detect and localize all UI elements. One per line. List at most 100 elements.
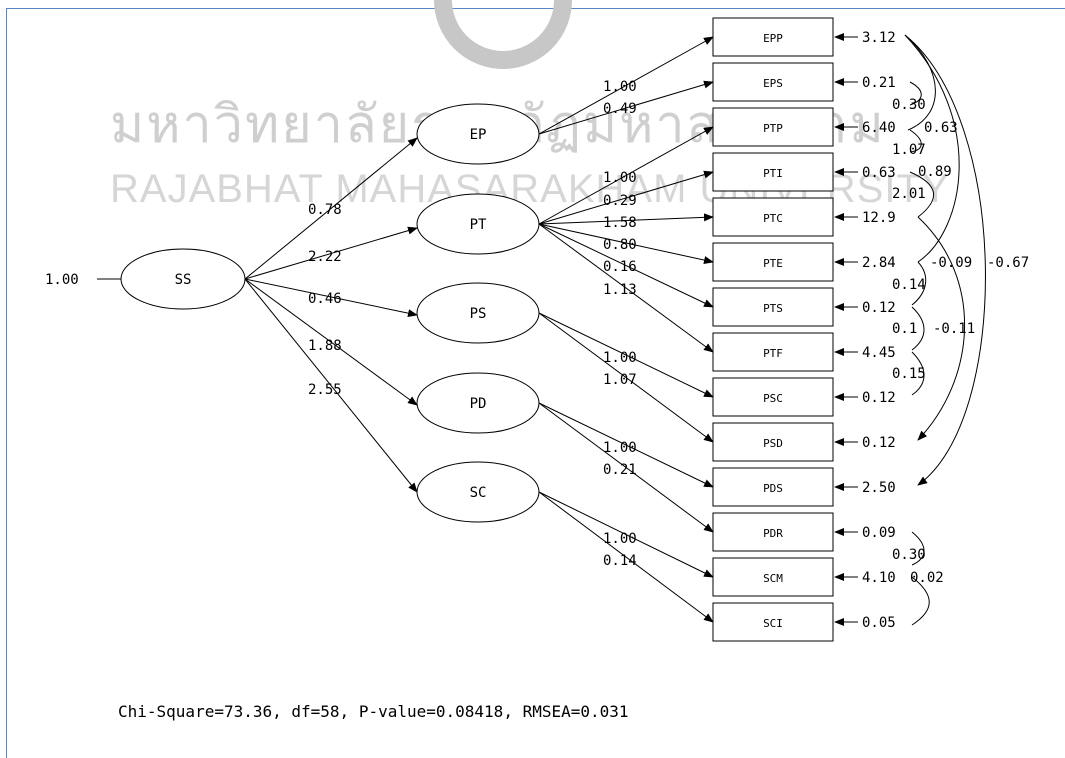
cov-curve-ptc-psd <box>917 216 966 441</box>
indicator-box-epp <box>712 17 834 57</box>
indicator-label-scm: SCM <box>763 572 783 585</box>
path-pd-pdr <box>538 402 714 533</box>
indicator-box-ptp <box>712 107 834 147</box>
path-ep-eps <box>538 80 714 135</box>
indicator-label-pds: PDS <box>763 482 783 495</box>
loading-label-pts: 0.16 <box>603 259 637 275</box>
indicator-box-sci <box>712 602 834 642</box>
loading-label-psd: 1.07 <box>603 372 637 388</box>
path-ps-psd <box>538 312 714 443</box>
indicator-label-sci: SCI <box>763 617 783 630</box>
cov-label-2: 0.63 <box>924 120 958 136</box>
indicator-label-eps: EPS <box>763 77 783 90</box>
loading-label-ptc: 1.58 <box>603 215 637 231</box>
error-value-pts: 0.12 <box>862 300 896 316</box>
latent-label-pt: PT <box>470 217 487 233</box>
indicator-label-pti: PTI <box>763 167 783 180</box>
indicator-box-psd <box>712 422 834 462</box>
error-value-ptc: 12.9 <box>862 210 896 226</box>
path-pt-pti <box>538 170 714 225</box>
path-label-pd: 1.88 <box>308 338 342 354</box>
indicator-label-pte: PTE <box>763 257 783 270</box>
path-ss-sc <box>244 278 418 493</box>
indicator-box-psc <box>712 377 834 417</box>
error-value-ptf: 4.45 <box>862 345 896 361</box>
path-label-pt: 2.22 <box>308 249 342 265</box>
error-value-psc: 0.12 <box>862 390 896 406</box>
loading-label-scm: 1.00 <box>603 531 637 547</box>
latent-label-ep: EP <box>470 127 487 143</box>
cov-curve-eps-ptp <box>909 81 922 106</box>
error-value-pte: 2.84 <box>862 255 896 271</box>
path-ss-ep <box>244 137 418 280</box>
loading-label-ptp: 1.00 <box>603 170 637 186</box>
latent-label-ps: PS <box>470 306 487 322</box>
watermark-emblem <box>434 0 572 69</box>
cov-label-12: 0.30 <box>892 547 926 563</box>
indicator-box-ptf <box>712 332 834 372</box>
loading-label-eps: 0.49 <box>603 101 637 117</box>
path-pt-ptc <box>538 213 714 225</box>
cov-label-3: 1.07 <box>892 142 926 158</box>
cov-curve-ptf-psc <box>911 351 925 396</box>
loading-label-psc: 1.00 <box>603 350 637 366</box>
cov-curve-epp-pds <box>904 34 986 486</box>
path-label-ps: 0.46 <box>308 291 342 307</box>
diagram-frame <box>6 8 1065 758</box>
loading-label-pds: 1.00 <box>603 440 637 456</box>
indicator-box-scm <box>712 557 834 597</box>
loading-label-ptf: 1.13 <box>603 282 637 298</box>
error-value-epp: 3.12 <box>862 30 896 46</box>
indicator-label-ptf: PTF <box>763 347 783 360</box>
path-sc-scm <box>538 491 714 578</box>
path-sc-sci <box>538 491 714 623</box>
path-pt-pte <box>538 223 714 264</box>
indicator-label-psc: PSC <box>763 392 783 405</box>
latent-label-ss: SS <box>175 272 192 288</box>
latent-label-pd: PD <box>470 396 487 412</box>
cov-label-6: -0.09 <box>930 255 972 271</box>
indicator-label-ptp: PTP <box>763 122 783 135</box>
path-ep-epp <box>538 36 714 135</box>
path-ss-pt <box>244 226 418 280</box>
cov-curve-scm-sci <box>911 576 930 626</box>
indicator-box-ptc <box>712 197 834 237</box>
indicator-label-ptc: PTC <box>763 212 783 225</box>
cov-curve-pts-ptf <box>911 306 925 351</box>
cov-label-4: 0.89 <box>918 164 952 180</box>
error-value-eps: 0.21 <box>862 75 896 91</box>
indicator-boxes: EPP EPS PTP PTI PTC PTE PTS PTF PSC PSD … <box>712 17 834 642</box>
path-pt-ptp <box>538 126 714 225</box>
path-pt-pts <box>538 223 714 308</box>
indicator-box-pti <box>712 152 834 192</box>
covariance-curves <box>904 34 986 626</box>
indicator-label-pdr: PDR <box>763 527 783 540</box>
cov-curve-pti-ptc <box>909 171 935 218</box>
structural-paths <box>244 137 418 493</box>
cov-curve-pte-pts <box>911 261 927 306</box>
loading-label-epp: 1.00 <box>603 79 637 95</box>
fit-statistics: Chi-Square=73.36, df=58, P-value=0.08418… <box>118 702 629 721</box>
error-value-psd: 0.12 <box>862 435 896 451</box>
latent-label-sc: SC <box>470 485 487 501</box>
path-ss-ps <box>244 278 418 318</box>
indicator-box-eps <box>712 62 834 102</box>
cov-curve-epp-ptp <box>904 34 936 131</box>
cov-curve-ptp-pti <box>909 129 922 153</box>
indicator-label-pts: PTS <box>763 302 783 315</box>
loading-label-pdr: 0.21 <box>603 462 637 478</box>
path-pt-ptf <box>538 223 714 353</box>
path-ss-pd <box>244 278 418 406</box>
loading-label-sci: 0.14 <box>603 553 637 569</box>
cov-label-10: -0.11 <box>933 321 975 337</box>
error-value-pdr: 0.09 <box>862 525 896 541</box>
cov-curve-pdr-scm <box>911 531 925 566</box>
measurement-paths <box>538 36 714 623</box>
loading-label-pti: 0.29 <box>603 193 637 209</box>
error-value-pti: 0.63 <box>862 165 896 181</box>
root-variance-label: 1.00 <box>45 272 79 288</box>
loading-label-pte: 0.80 <box>603 237 637 253</box>
indicator-label-psd: PSD <box>763 437 783 450</box>
